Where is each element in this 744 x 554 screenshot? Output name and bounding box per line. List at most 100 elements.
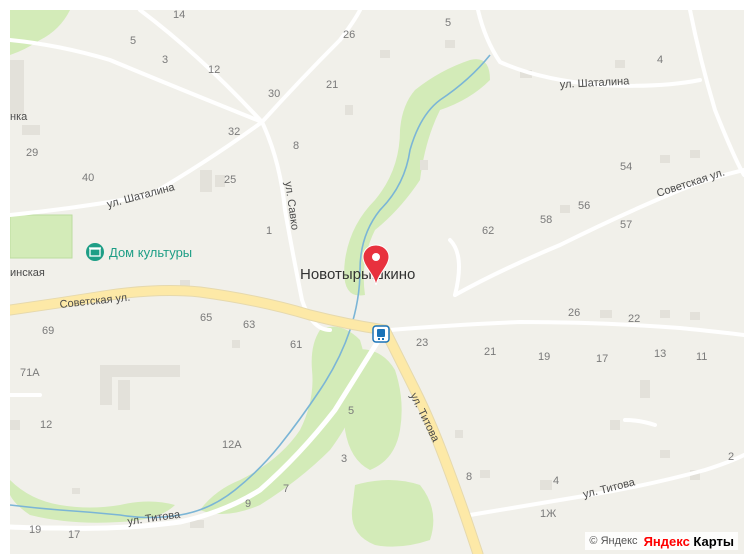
house-number: 19 [538,351,550,363]
location-pin[interactable] [362,244,390,286]
location-pin-icon[interactable] [362,244,390,286]
poi-label[interactable]: Дом культуры [109,245,192,260]
building [615,60,625,68]
building [380,50,390,58]
house-number: 56 [578,200,590,212]
house-number: 17 [68,529,80,541]
park-river-south [200,326,365,514]
building [420,160,428,170]
building [100,365,150,377]
road-sovetskaya-east [453,168,744,297]
house-number: 65 [200,312,212,324]
house-number: 1Ж [540,508,556,520]
poi-culture-house[interactable]: Дом культуры [86,243,192,261]
building [72,488,80,494]
building [600,310,612,318]
house-number: 12А [222,439,242,451]
house-number: 69 [42,325,54,337]
house-number: 2 [728,451,734,463]
logo-yandex[interactable]: Яндекс [643,533,690,549]
bus-stop[interactable] [372,325,390,343]
road-east-vertical [688,10,744,177]
building [455,430,463,438]
house-number: 57 [620,219,632,231]
park-top-left [10,10,70,55]
map-canvas[interactable]: ул. Шаталина ул. Шаталина ул. Савко Сове… [10,10,744,554]
location-pin-dot [372,253,380,261]
house-number: 12 [40,419,52,431]
building [232,340,240,348]
house-number: 14 [173,10,185,21]
street-label-shatalina-east: ул. Шаталина [560,75,631,91]
road-local-southeast [623,418,657,427]
building [690,150,700,158]
road-northwest [10,38,264,124]
house-number: 8 [293,140,299,152]
building [640,380,650,398]
house-number: 13 [654,348,666,360]
house-number: 9 [245,498,251,510]
house-number: 1 [266,225,272,237]
street-label-sovetskaya-west: Советская ул. [59,292,131,311]
house-number: 5 [348,405,354,417]
building [610,420,620,430]
building [215,175,225,187]
house-number: 11 [696,351,707,363]
park-river-north [344,59,490,296]
building [10,60,24,115]
road-titova-east [468,453,744,517]
building [22,125,40,135]
building [180,280,190,288]
house-number: 21 [484,346,496,358]
culture-house-icon[interactable] [86,243,104,261]
yandex-maps-logo[interactable]: Яндекс Карты [644,534,734,549]
building [690,312,700,320]
street-label-shatalina-west: ул. Шаталина [106,181,177,211]
logo-maps[interactable]: Карты [689,533,734,549]
building [690,470,700,480]
house-number: 25 [224,174,236,186]
house-number: 4 [553,475,559,487]
house-number: 8 [466,471,472,483]
house-number: 23 [416,337,428,349]
building [10,420,20,430]
buildings [10,40,700,528]
major-roads [10,285,484,554]
road-north-east [260,10,362,124]
house-number: 7 [283,483,289,495]
house-number: 4 [657,54,663,66]
house-number: 3 [341,453,347,465]
house-number: 5 [130,35,136,47]
road-southwest [10,327,388,531]
house-number: 54 [620,161,632,173]
map-layer[interactable]: ул. Шаталина ул. Шаталина ул. Савко Сове… [10,10,744,554]
bus-stop-icon-wheel [378,338,380,340]
park-west-strip [10,480,175,523]
house-number: 63 [243,319,255,331]
house-number: 12 [208,64,220,76]
house-number: 21 [326,79,338,91]
road-crossing-east [388,319,744,337]
park-south-center [345,349,402,470]
place-name-label: Новотырышкино [300,266,415,283]
road-titova-fill [380,325,483,554]
house-number: 58 [540,214,552,226]
bus-stop-icon-wheel [382,338,384,340]
house-number: 17 [596,353,608,365]
copyright-text: © Яндекс [589,535,638,547]
street-label-titova-southeast: ул. Титова [582,476,637,501]
house-number: 29 [26,147,38,159]
road-north-diagonal [138,10,264,124]
house-number: 40 [82,172,94,184]
park-areas [10,10,490,547]
house-number: 61 [290,339,302,351]
street-label-partial-mid: инская [10,267,45,279]
house-number: 3 [162,54,168,66]
building [190,520,204,528]
building [520,70,532,78]
house-number: 71А [20,367,40,379]
house-number: 30 [268,88,280,100]
road-shatalina-east [476,10,702,88]
building [150,365,180,377]
